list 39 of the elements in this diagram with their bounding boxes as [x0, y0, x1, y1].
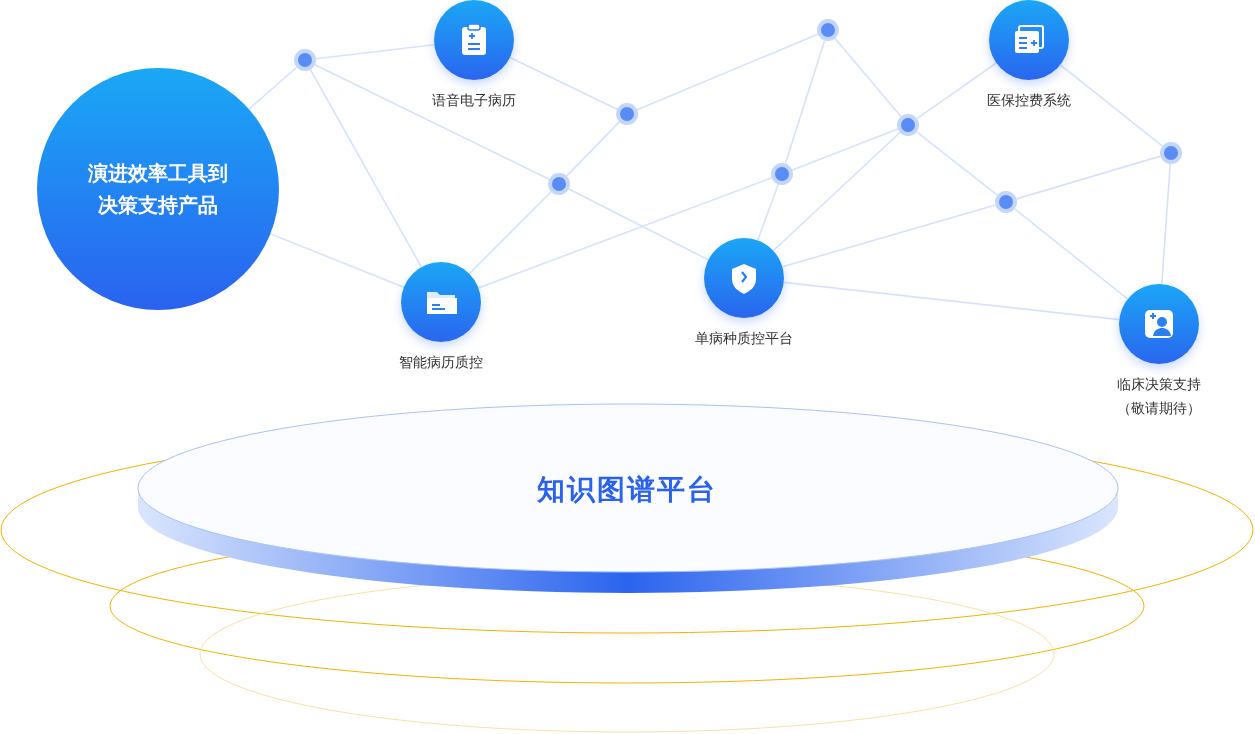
- connector-line: [1013, 208, 1129, 300]
- connector-line: [916, 62, 998, 120]
- connector-line: [568, 188, 710, 261]
- connector-line: [784, 39, 826, 165]
- connector-line: [636, 33, 819, 111]
- node-label: 语音电子病历: [431, 91, 517, 110]
- connector-line: [477, 177, 773, 289]
- node-label: 医保控费系统: [986, 91, 1072, 110]
- platform-title: 知识图谱平台: [536, 472, 718, 508]
- connector-line: [834, 37, 902, 118]
- network-dot: [616, 103, 638, 125]
- connector-line: [314, 64, 550, 180]
- connector-line: [791, 128, 899, 171]
- connector-line: [1015, 155, 1162, 200]
- connector-line: [782, 281, 1121, 321]
- connector-line: [915, 131, 999, 196]
- connector-line: [248, 66, 298, 110]
- network-dot: [1160, 142, 1182, 164]
- connector-line: [315, 43, 436, 60]
- node-label: 临床决策支持（敬请期待）: [1116, 375, 1202, 418]
- connector-line: [781, 204, 997, 268]
- connector-line: [772, 131, 901, 252]
- connector-line: [509, 56, 618, 110]
- circle-title: 演进效率工具到决策支持产品: [87, 160, 229, 219]
- connector-line: [1059, 64, 1164, 147]
- node-label: 智能病历质控: [398, 353, 484, 372]
- connector-line: [565, 121, 621, 177]
- network-dot: [771, 163, 793, 185]
- connector-line: [1161, 163, 1172, 285]
- network-dot: [995, 191, 1017, 213]
- connector-line: [269, 233, 405, 288]
- network-dot: [817, 19, 839, 41]
- network-dot: [897, 114, 919, 136]
- connector-line: [468, 191, 552, 275]
- node-label: 单病种质控平台: [694, 329, 794, 348]
- network-dot: [294, 49, 316, 71]
- network-dot: [548, 173, 570, 195]
- connector-line: [756, 183, 779, 242]
- connector-line: [309, 68, 423, 268]
